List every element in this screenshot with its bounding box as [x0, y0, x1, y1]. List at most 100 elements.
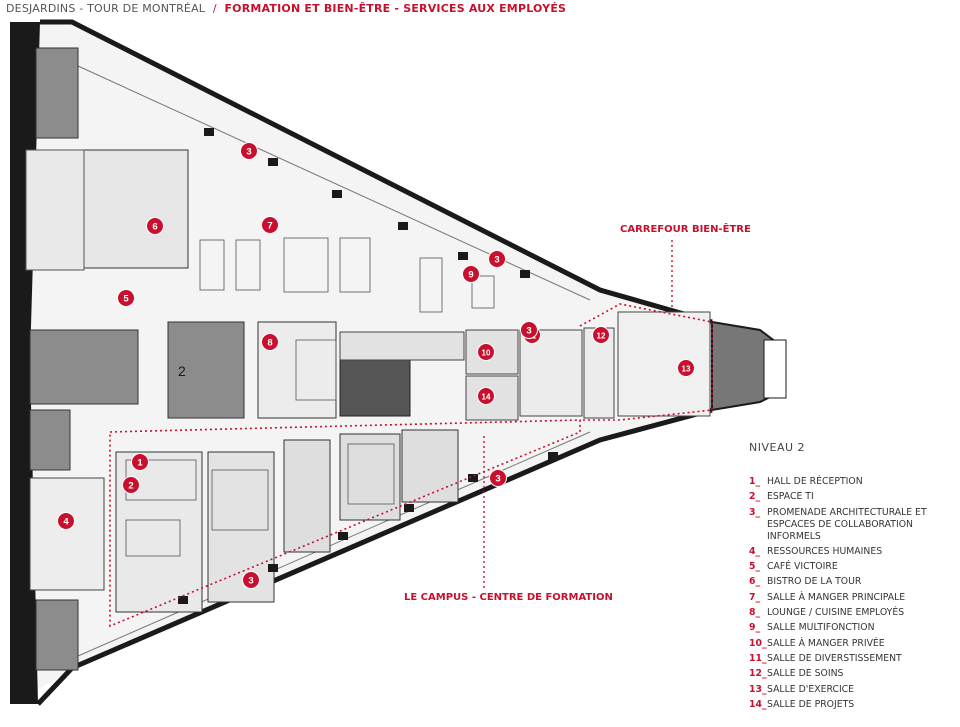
legend-item-label: SALLE À MANGER PRINCIPALE	[767, 591, 906, 603]
core-block-w2	[29, 409, 71, 471]
north-facade	[40, 19, 713, 325]
classroom-5	[401, 429, 459, 503]
campus-zone-outline	[109, 419, 581, 628]
room-marker-3: 3	[488, 250, 506, 268]
games-room	[519, 329, 583, 417]
svg-text:8: 8	[267, 338, 272, 349]
legend-item: 12_SALLE DE SOINS	[749, 668, 960, 680]
stair-room	[339, 359, 411, 417]
service-room	[339, 331, 465, 361]
svg-text:10: 10	[482, 349, 491, 358]
room-marker-3: 3	[240, 142, 258, 160]
legend-item-number: 5_	[749, 561, 761, 573]
room-marker-3: 3	[489, 469, 507, 487]
legend-item-number: 10_	[749, 637, 767, 649]
legend-item-label: BISTRO DE LA TOUR	[767, 576, 862, 588]
legend-item-number: 14_	[749, 698, 767, 710]
legend-item-number: 7_	[749, 591, 761, 603]
room-marker-10: 10	[477, 343, 495, 361]
carrefour-label: CARREFOUR BIEN-ÊTRE	[620, 224, 751, 235]
room-marker-5: 5	[117, 289, 135, 307]
plan-subtitle: FORMATION ET BIEN-ÊTRE - SERVICES AUX EM…	[224, 2, 567, 15]
legend-item-number: 1_	[749, 476, 761, 487]
header: DESJARDINS - TOUR DE MONTRÉAL / FORMATIO…	[6, 2, 566, 15]
legend-item: 13_SALLE D'EXERCICE	[749, 684, 960, 696]
legend-item: 14_SALLE DE PROJETS	[749, 699, 960, 711]
legend-item-number: 8_	[749, 607, 761, 619]
svg-text:9: 9	[468, 270, 473, 281]
room-marker-14: 14	[477, 387, 495, 405]
core-number: 2	[178, 363, 186, 379]
legend-item: 11_SALLE DE DIVERSTISSEMENT	[749, 653, 960, 665]
legend-item-label: SALLE D'EXERCICE	[767, 683, 855, 695]
exercise-room	[617, 311, 711, 417]
legend-item-label: SALLE DE DIVERSTISSEMENT	[767, 652, 902, 664]
room-markers: 37659311121014813124333	[57, 142, 695, 589]
legend-item: 5_ CAFÉ VICTOIRE	[749, 561, 960, 573]
legend-item-label: ESPACE TI	[767, 491, 814, 503]
legend-item-number: 13_	[749, 683, 767, 695]
legend-item-number: 2_	[749, 491, 761, 503]
room-marker-8: 8	[261, 333, 279, 351]
legend-item: 1_ HALL DE RÉCEPTION	[749, 476, 960, 488]
project-title: DESJARDINS - TOUR DE MONTRÉAL	[6, 2, 206, 15]
core-block-elevators	[167, 321, 245, 419]
svg-text:1: 1	[137, 458, 143, 469]
classroom-2	[207, 451, 275, 603]
core-block-nw	[35, 47, 79, 139]
svg-text:3: 3	[526, 326, 531, 337]
room-marker-4: 4	[57, 512, 75, 530]
legend-item: 2_ ESPACE TI	[749, 491, 960, 503]
room-marker-3: 3	[242, 571, 260, 589]
carrefour-zone-outline	[579, 303, 713, 421]
dining-furniture	[125, 237, 495, 557]
legend-item-number: 4_	[749, 545, 761, 557]
svg-text:2: 2	[128, 481, 133, 492]
legend-item-label: HALL DE RÉCEPTION	[767, 476, 863, 487]
room-marker-12: 12	[592, 326, 610, 344]
room-marker-3: 3	[520, 321, 538, 339]
legend-item-label: SALLE DE SOINS	[767, 668, 844, 680]
svg-text:14: 14	[482, 393, 491, 402]
south-facade	[36, 407, 713, 706]
legend-item: 7_ SALLE À MANGER PRINCIPALE	[749, 592, 960, 604]
svg-text:3: 3	[494, 255, 499, 266]
facade-columns	[178, 128, 558, 604]
header-separator: /	[212, 2, 217, 15]
svg-text:4: 4	[63, 517, 69, 528]
legend-item: 4_ RESSOURCES HUMAINES	[749, 546, 960, 558]
legend-item-label: SALLE DE PROJETS	[767, 698, 855, 710]
svg-text:3: 3	[246, 147, 251, 158]
svg-text:3: 3	[248, 576, 253, 587]
room-marker-9: 9	[462, 265, 480, 283]
legend-item-number: 11_	[749, 652, 767, 664]
svg-text:7: 7	[267, 221, 272, 232]
level-title: NIVEAU 2	[749, 441, 806, 454]
svg-text:13: 13	[682, 365, 691, 374]
legend-list: 1_ HALL DE RÉCEPTION 2_ ESPACE TI 3_PROMENAD…	[749, 476, 960, 711]
room-marker-2: 2	[122, 476, 140, 494]
legend: NIVEAU 2 1_ HALL DE RÉCEPTION 2_ ESPACE TI 3…	[749, 441, 960, 714]
legend-item-number: 9_	[749, 622, 761, 634]
classroom-1	[115, 451, 203, 613]
legend-item-label: PROMENADE ARCHITECTURALE ET ESPCACES DE …	[767, 506, 927, 542]
hr-offices	[29, 477, 105, 591]
room-marker-1: 1	[131, 453, 149, 471]
east-tip-void	[763, 339, 787, 399]
legend-item-label: CAFÉ VICTOIRE	[767, 561, 838, 573]
legend-item-number: 6_	[749, 576, 761, 588]
legend-item: 8_LOUNGE / CUISINE EMPLOYÉS	[749, 607, 960, 619]
campus-label: LE CAMPUS - CENTRE DE FORMATION	[404, 592, 613, 603]
legend-item-number: 12_	[749, 668, 767, 680]
legend-item-label: RESSOURCES HUMAINES	[767, 545, 883, 557]
svg-text:3: 3	[495, 474, 500, 485]
room-marker-6: 6	[146, 217, 164, 235]
classroom-4	[339, 433, 401, 521]
legend-item: 9_ SALLE MULTIFONCTION	[749, 622, 960, 634]
legend-item: 6_ BISTRO DE LA TOUR	[749, 576, 960, 588]
kitchen-room	[25, 149, 85, 271]
svg-text:6: 6	[152, 222, 157, 233]
legend-item: 3_PROMENADE ARCHITECTURALE ET ESPCACES D…	[749, 507, 960, 543]
legend-item-label: SALLE MULTIFONCTION	[767, 622, 875, 634]
svg-text:12: 12	[597, 332, 606, 341]
